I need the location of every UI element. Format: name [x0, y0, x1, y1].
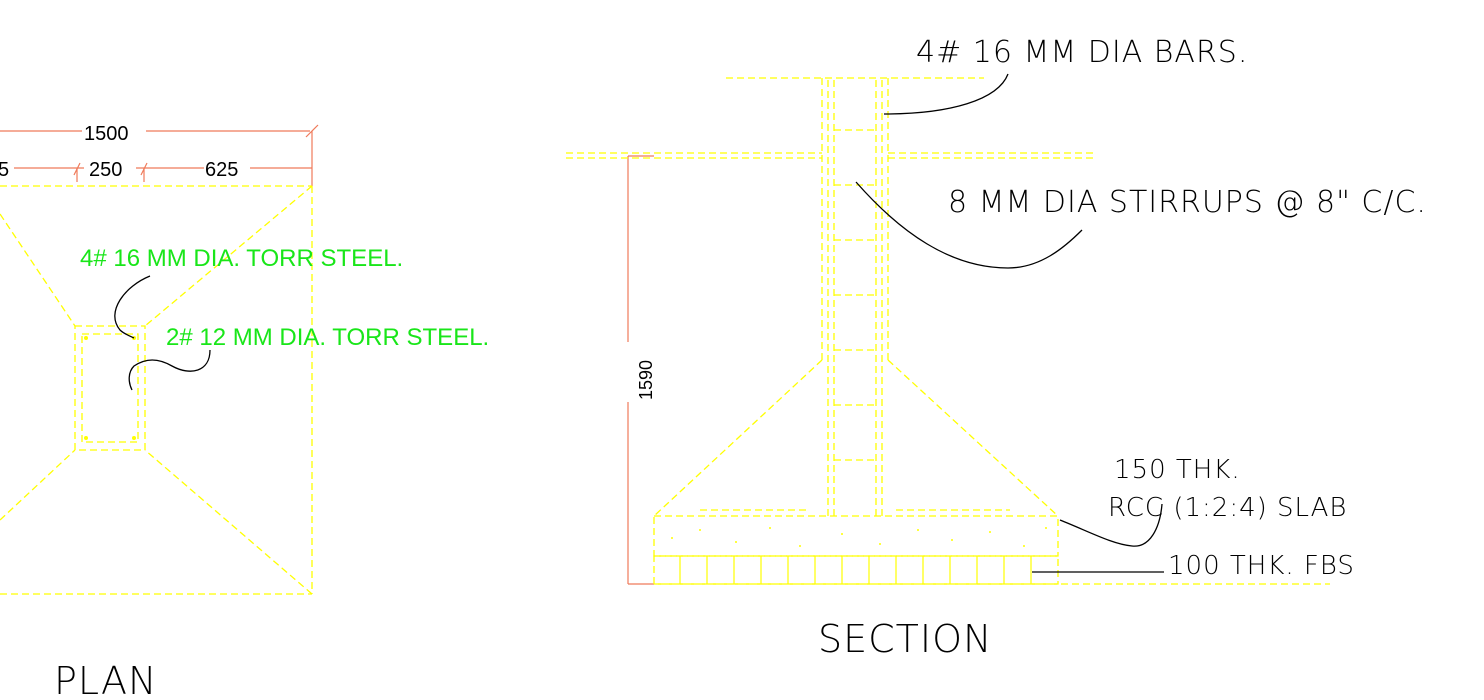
plan-note-extra-bars: 2# 12 MM DIA. TORR STEEL. — [166, 324, 489, 351]
section-brick-joints — [679, 556, 1032, 584]
plan-dim-left: 5 — [0, 159, 9, 181]
section-height-dimension — [627, 155, 654, 585]
section-note-bars: 4# 16 MM DIA BARS. — [916, 35, 1248, 70]
plan-dim-right: 625 — [205, 159, 238, 181]
section-dim-height: 1590 — [636, 360, 656, 400]
section-view — [566, 73, 1330, 585]
section-note-slab-2: RCC (1:2:4) SLAB — [1108, 493, 1347, 523]
plan-dim-overall: 1500 — [84, 123, 129, 145]
section-note-stirrups: 8 MM DIA STIRRUPS @ 8" C/C. — [948, 185, 1427, 220]
plan-dimension-lines — [0, 124, 319, 186]
plan-view — [0, 124, 319, 595]
plan-bar-dots — [84, 336, 136, 440]
plan-footing-outline — [0, 185, 313, 595]
section-note-fbs: 100 THK. FBS — [1168, 551, 1355, 581]
section-leaders — [855, 73, 1164, 573]
section-footing-outline — [566, 77, 1330, 585]
plan-leaders — [114, 275, 211, 391]
section-note-slab-1: 150 THK. — [1114, 455, 1241, 485]
section-concrete-hatch — [671, 527, 1047, 547]
section-stirrups — [834, 129, 876, 461]
section-title: SECTION — [818, 617, 992, 661]
plan-title: PLAN — [54, 659, 157, 700]
plan-note-main-bars: 4# 16 MM DIA. TORR STEEL. — [80, 245, 403, 272]
plan-dim-middle: 250 — [89, 159, 122, 181]
